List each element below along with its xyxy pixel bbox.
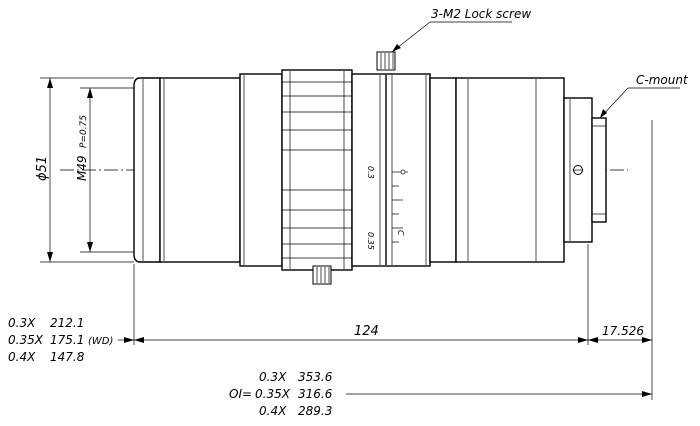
- od-row-1-value: 353.6: [298, 370, 333, 384]
- scale-mark-mid: 0.35: [366, 232, 375, 250]
- scale-index-c: C: [396, 230, 405, 236]
- lock-screw-label: 3-M2 Lock screw: [431, 7, 531, 21]
- diameter-dimension: [40, 77, 134, 263]
- wd-label: (WD): [88, 336, 113, 347]
- wd-dimension: [118, 337, 134, 343]
- wd-row-1-value: 212.1: [50, 316, 84, 330]
- wd-row-3-value: 147.8: [50, 350, 85, 364]
- thread-dimension: [80, 87, 134, 253]
- extension-lines: [133, 120, 653, 400]
- wd-row-2-value: 175.1: [50, 333, 84, 347]
- od-row-3-value: 289.3: [298, 404, 332, 418]
- lock-screw-leader: [391, 21, 512, 53]
- wd-row-2-mag: 0.35X: [8, 333, 44, 347]
- outer-diameter-label: ϕ51: [35, 156, 50, 181]
- scale-mark-top: 0.3: [366, 166, 375, 179]
- scale-ticks: [392, 169, 408, 243]
- od-row-2-mag: 0.35X: [255, 387, 291, 401]
- flange-distance-label: 17.526: [602, 324, 644, 338]
- od-dimension: [346, 391, 652, 397]
- lock-screw-bottom: [312, 265, 332, 285]
- lens-body: [133, 69, 607, 271]
- wd-table: 0.3X 212.1 0.35X 175.1 0.4X 147.8: [8, 316, 85, 364]
- od-prefix: OI=: [229, 387, 252, 401]
- od-row-1-mag: 0.3X: [259, 370, 287, 384]
- length-dimension: [134, 337, 588, 343]
- length-label: 124: [354, 324, 379, 339]
- od-row-3-mag: 0.4X: [259, 404, 287, 418]
- od-table: OI= 0.3X 353.6 0.35X 316.6 0.4X 289.3: [229, 370, 333, 418]
- c-mount-leader: [599, 87, 680, 119]
- filter-thread-label: M49: [75, 155, 89, 181]
- od-row-2-value: 316.6: [298, 387, 333, 401]
- filter-pitch-label: P=0.75: [79, 115, 89, 148]
- c-mount-label: C-mount: [636, 73, 689, 87]
- knurling: [282, 71, 352, 269]
- flange-dimension: [588, 337, 652, 343]
- wd-row-3-mag: 0.4X: [8, 350, 36, 364]
- wd-row-1-mag: 0.3X: [8, 316, 36, 330]
- lock-screw-top: [376, 51, 396, 71]
